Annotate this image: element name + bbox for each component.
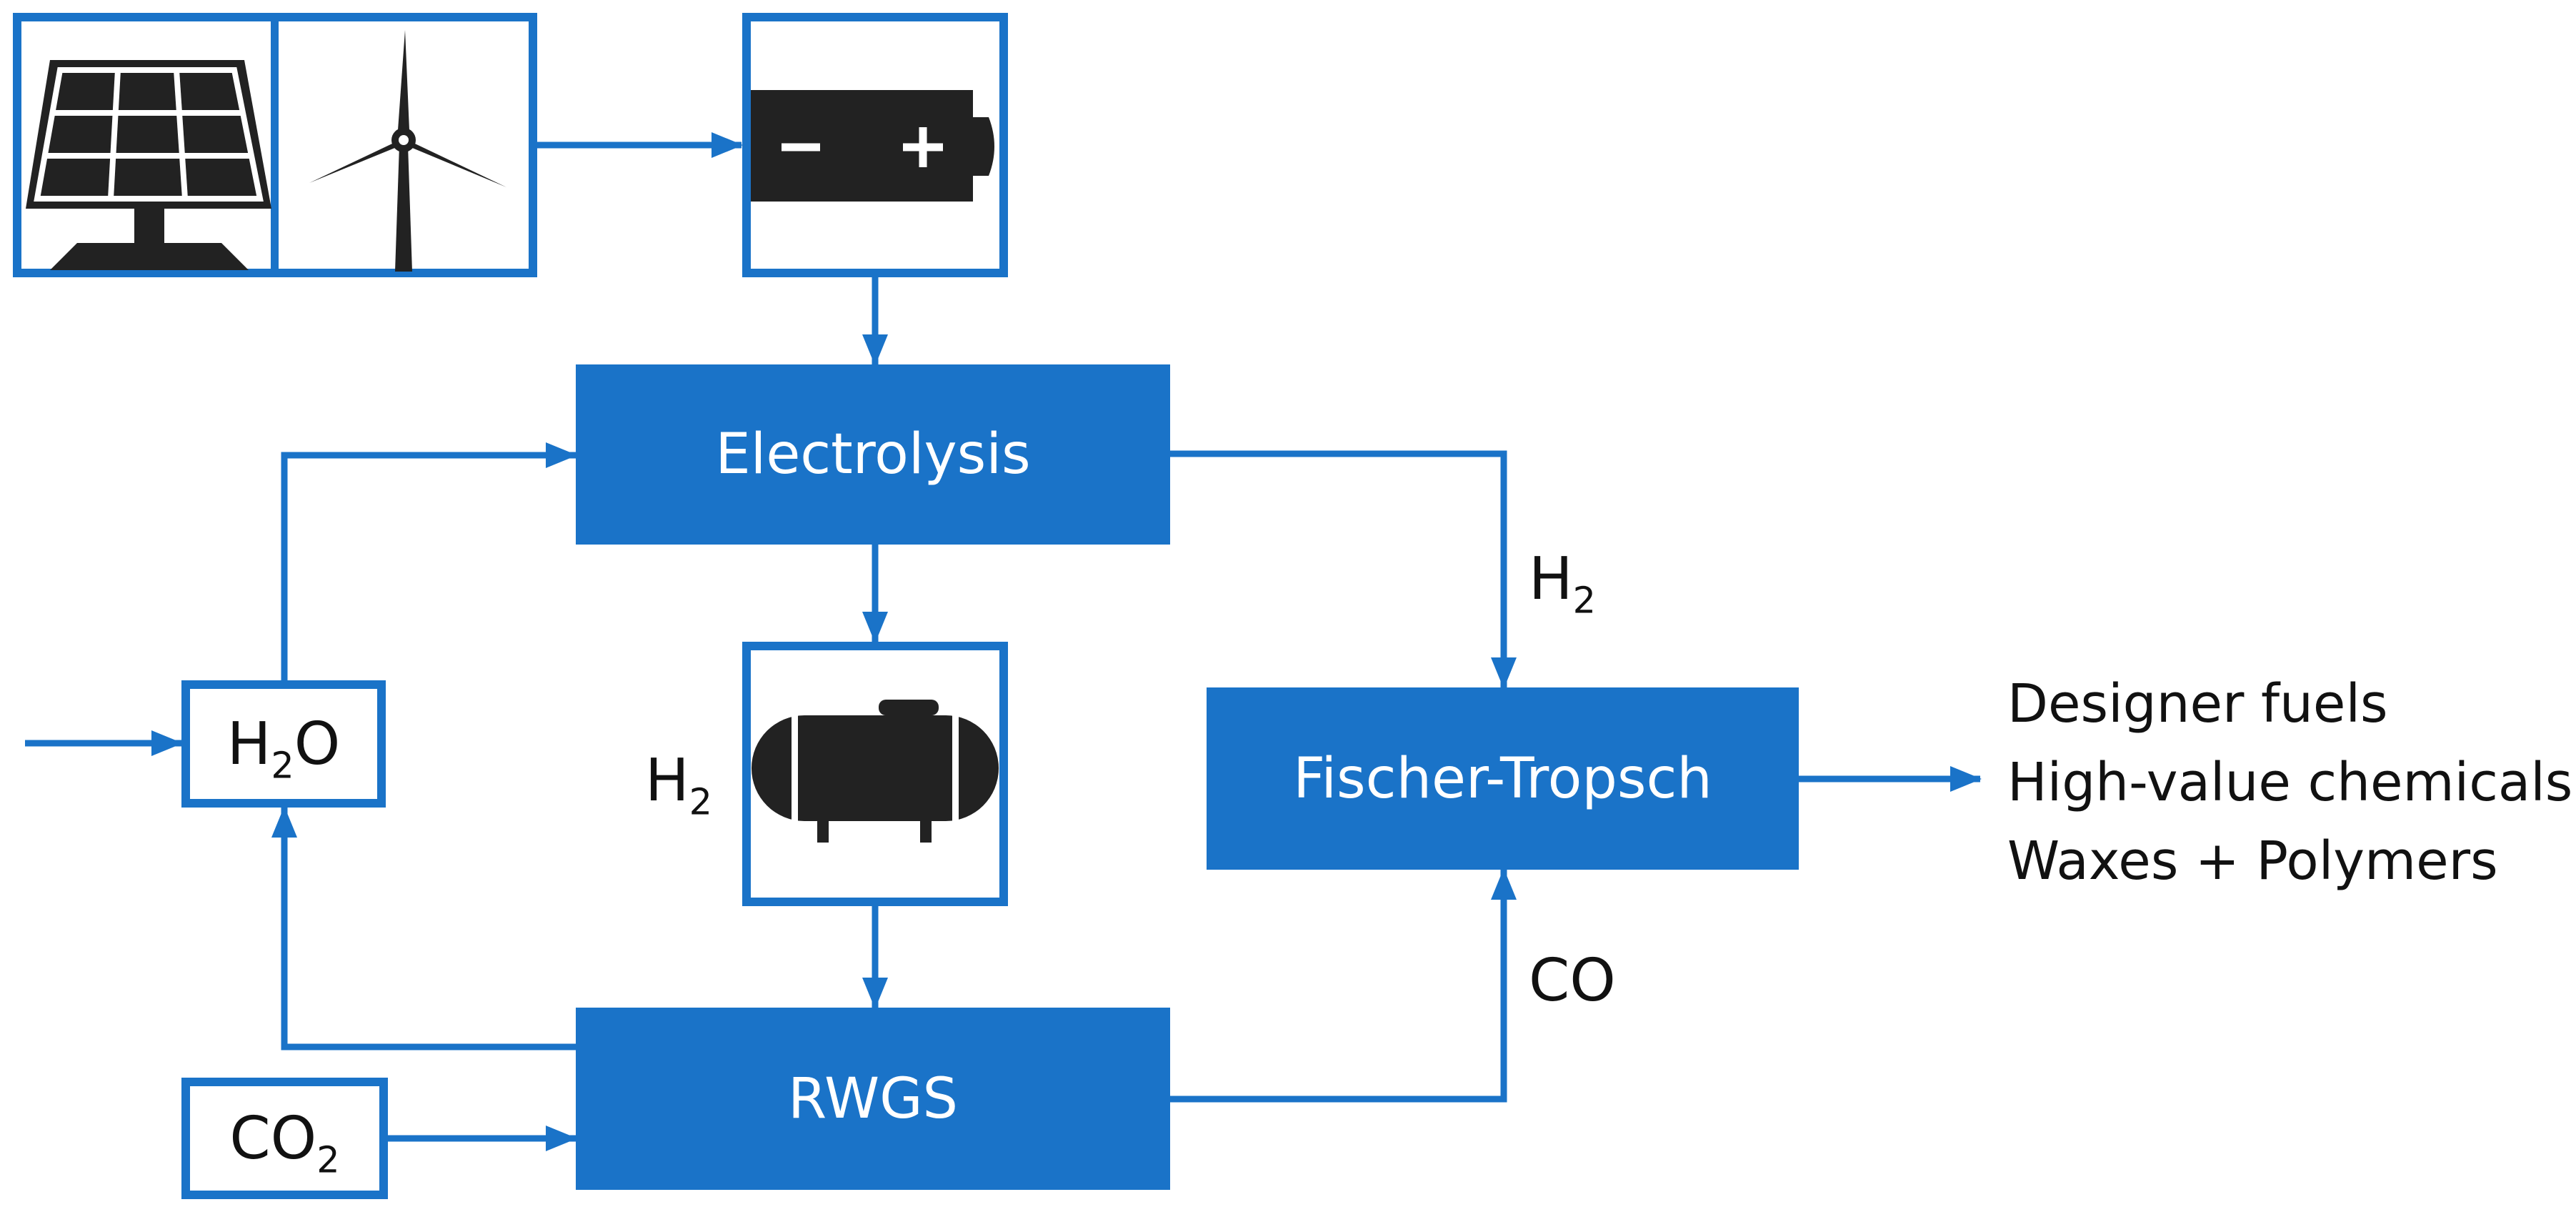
arrow-electrolysis-to-ft: [1170, 450, 1517, 689]
fischer-tropsch-label: Fischer-Tropsch: [1293, 746, 1712, 811]
battery-icon: [751, 90, 994, 202]
h2-flow-label: H2: [1529, 545, 1597, 622]
rwgs-label: RWGS: [787, 1066, 959, 1131]
water-label: H2O: [226, 710, 341, 786]
arrow-rwgs-to-water: [271, 806, 576, 1050]
co-flow-label: CO: [1529, 947, 1616, 1015]
electrolysis-box: Electrolysis: [576, 364, 1170, 545]
water-box: H2O: [181, 680, 386, 808]
arrow-water-to-electrolysis: [281, 442, 577, 680]
rwgs-box: RWGS: [576, 1008, 1170, 1190]
product-item-designer-fuels: Designer fuels: [2007, 673, 2388, 735]
wind-turbine-icon: [309, 30, 506, 272]
storage-tank-icon: [752, 700, 999, 843]
electrolysis-label: Electrolysis: [715, 422, 1031, 487]
product-list: Designer fuels High-value chemicals Waxe…: [2007, 665, 2572, 900]
arrow-rwgs-to-ft: [1170, 868, 1517, 1103]
fischer-tropsch-box: Fischer-Tropsch: [1207, 687, 1799, 870]
h2-storage-label: H2: [645, 747, 713, 823]
co2-box: CO2: [181, 1078, 388, 1199]
product-item-waxes-polymers: Waxes + Polymers: [2007, 830, 2498, 892]
product-item-high-value-chemicals: High-value chemicals: [2007, 752, 2573, 813]
renewables-divider: [271, 17, 279, 273]
co2-label: CO2: [229, 1104, 340, 1181]
solar-panel-icon: [26, 60, 271, 270]
